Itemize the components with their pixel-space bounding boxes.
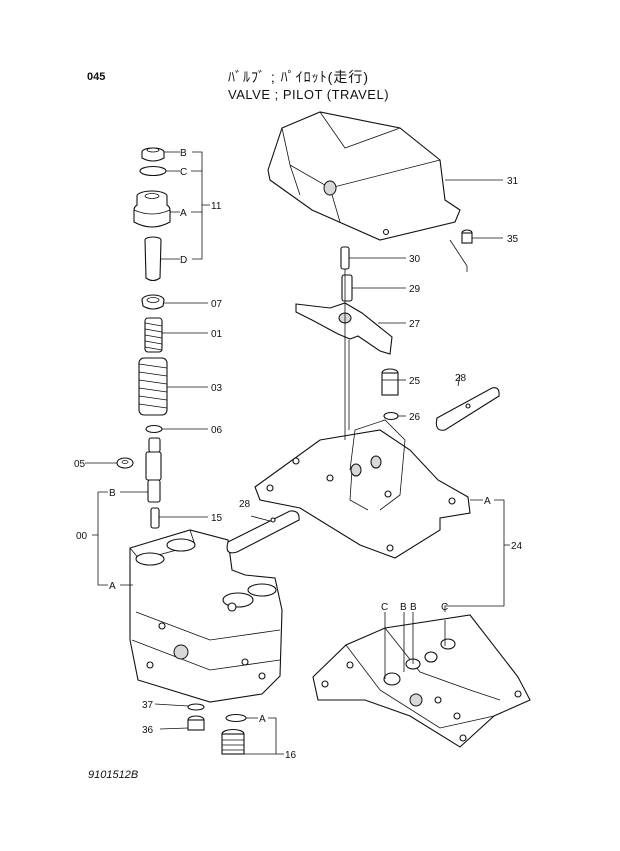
callout-labels: B C A D 11 07 01 03 06 05 B 15 00 A 37 3… [74, 148, 523, 761]
letter-ref-c: C [180, 167, 187, 178]
letter-ref-a-right: A [484, 496, 491, 507]
part-03-spring [138, 357, 168, 416]
callout-07: 07 [211, 299, 223, 310]
callout-30: 30 [409, 254, 421, 265]
letter-ref-c-2: C [441, 602, 448, 613]
callout-24: 24 [511, 541, 523, 552]
callout-28-right: 28 [455, 373, 467, 384]
part-casing [129, 529, 283, 703]
part-cap-b [141, 147, 165, 162]
letter-ref-d: D [180, 255, 187, 266]
leader-lines [85, 151, 510, 755]
part-28-pin-right [435, 387, 500, 431]
part-plunger-d [144, 236, 162, 282]
letter-ref-b-2: B [410, 602, 417, 613]
part-36-plug [187, 715, 205, 731]
callout-26: 26 [409, 412, 421, 423]
callout-03: 03 [211, 383, 223, 394]
part-spool [145, 437, 162, 503]
callout-06: 06 [211, 425, 223, 436]
page-number: 045 [87, 71, 106, 83]
callout-15: 15 [211, 513, 223, 524]
letter-ref-c-1: C [381, 602, 388, 613]
letter-ref-b-left: B [109, 488, 116, 499]
callout-16: 16 [285, 750, 297, 761]
part-31-cover [267, 111, 461, 241]
part-28-pin-left [226, 510, 300, 554]
part-24-base [312, 614, 531, 748]
part-27-lever [295, 302, 393, 355]
part-o-ring-a [225, 713, 247, 723]
part-06-washer [145, 424, 163, 434]
callout-35: 35 [507, 234, 519, 245]
callout-11: 11 [211, 201, 222, 212]
letter-ref-a-bottom: A [259, 714, 266, 725]
callout-37: 37 [142, 700, 154, 711]
callout-00: 00 [76, 531, 88, 542]
callout-31: 31 [507, 176, 519, 187]
title-japanese: ﾊﾞﾙﾌﾞ ; ﾊﾟｲﾛｯﾄ(走行) [228, 69, 369, 85]
part-o-ring-c [139, 165, 167, 177]
callout-27: 27 [409, 319, 421, 330]
part-30-pin [340, 246, 350, 270]
letter-ref-a-left: A [109, 581, 116, 592]
part-plate [254, 419, 471, 559]
drawing-code: 9101512B [88, 769, 139, 781]
part-15-pin [150, 507, 160, 529]
part-37-o-ring [187, 703, 205, 711]
callout-28-left: 28 [239, 499, 251, 510]
part-35-bolt [461, 229, 473, 244]
callout-05: 05 [74, 459, 86, 470]
letter-ref-a: A [180, 208, 187, 219]
letter-ref-b-1: B [400, 602, 407, 613]
letter-ref-b: B [180, 148, 187, 159]
part-05-disc [116, 457, 134, 469]
callout-36: 36 [142, 725, 154, 736]
part-07-seat [141, 294, 165, 310]
part-25-bolt [381, 368, 399, 396]
part-16-plug [221, 728, 245, 755]
callout-01: 01 [211, 329, 223, 340]
part-26-washer [383, 411, 399, 421]
callout-25: 25 [409, 376, 421, 387]
title-english: VALVE ; PILOT (TRAVEL) [228, 87, 390, 102]
part-bushing-a [133, 190, 171, 228]
part-29-pin [341, 274, 353, 302]
callout-29: 29 [409, 284, 421, 295]
part-01-spring [144, 317, 163, 353]
